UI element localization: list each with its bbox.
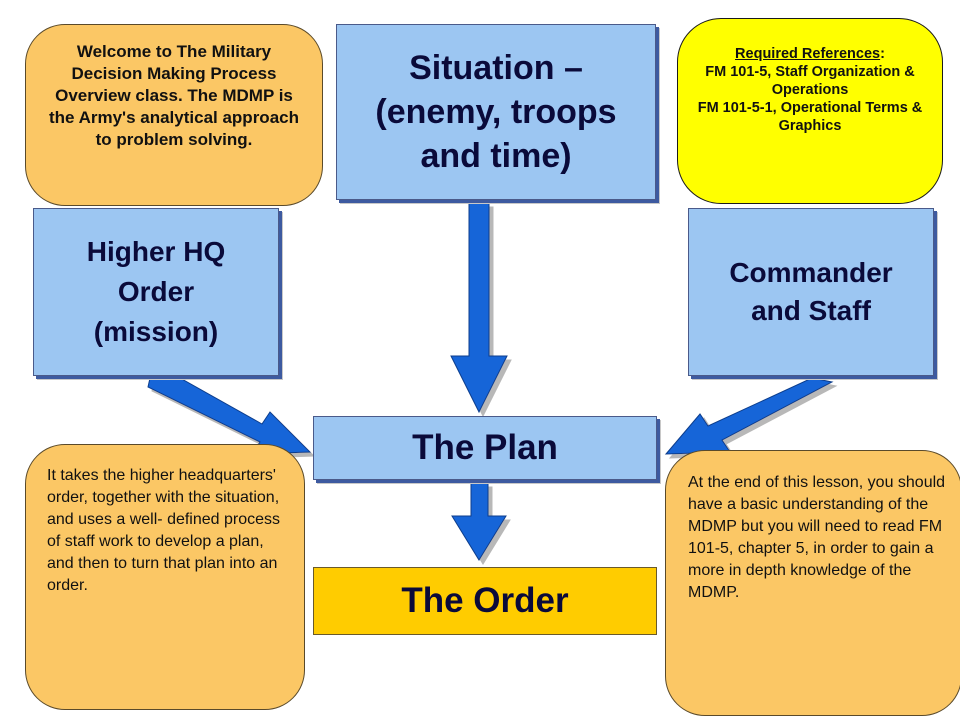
process-explanation-text: It takes the higher headquarters' order,… [47,467,281,594]
plan-box: The Plan [313,416,657,480]
situation-line-3: and time) [420,137,572,175]
order-box: The Order [313,567,657,635]
plan-label: The Plan [412,428,558,467]
situation-line-1: Situation – [409,49,583,87]
welcome-text: Welcome to The Military Decision Making … [48,42,299,149]
arrow-plan-to-order [451,482,507,561]
commander-line-2: and Staff [751,295,871,326]
higher-hq-order-box: Higher HQ Order (mission) [33,208,279,376]
higher-hq-line-1: Higher HQ [86,236,226,267]
welcome-note: Welcome to The Military Decision Making … [25,24,323,206]
references-heading-colon: : [880,46,885,62]
arrow-situation-to-plan [450,202,508,414]
situation-box: Situation – (enemy, troops and time) [336,24,656,200]
arrow-commander-to-plan [664,377,834,455]
arrow-higher-hq-to-plan [147,377,312,455]
lesson-objective-text: At the end of this lesson, you should ha… [688,474,946,601]
references-heading: Required References: [692,45,928,63]
higher-hq-line-2: Order [117,276,195,307]
order-label: The Order [401,581,569,620]
process-explanation-note: It takes the higher headquarters' order,… [25,444,305,710]
reference-fm-101-5-1: FM 101-5-1, Operational Terms & Graphics [697,100,923,134]
required-references-note: Required References: FM 101-5, Staff Org… [677,18,943,204]
situation-line-2: (enemy, troops [375,93,617,131]
commander-line-1: Commander [729,257,893,288]
references-heading-text: Required References [735,46,881,62]
commander-staff-box: Commander and Staff [688,208,934,376]
higher-hq-line-3: (mission) [93,316,219,347]
lesson-objective-note: At the end of this lesson, you should ha… [665,450,960,716]
reference-fm-101-5: FM 101-5, Staff Organization & Operation… [705,64,915,98]
